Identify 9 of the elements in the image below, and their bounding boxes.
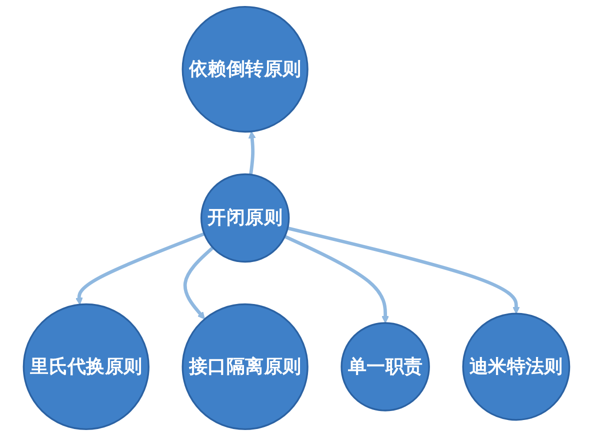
arrow: [284, 234, 390, 324]
node-circle: 里氏代换原则: [22, 303, 150, 430]
node-circle: 开闭原则: [200, 173, 290, 263]
node-circle: 迪米特法则: [462, 312, 570, 421]
arrow: [183, 246, 214, 320]
arrow: [248, 131, 256, 175]
arrow: [287, 226, 520, 314]
arrow: [75, 232, 205, 305]
node-circle: 单一职责: [340, 322, 430, 412]
